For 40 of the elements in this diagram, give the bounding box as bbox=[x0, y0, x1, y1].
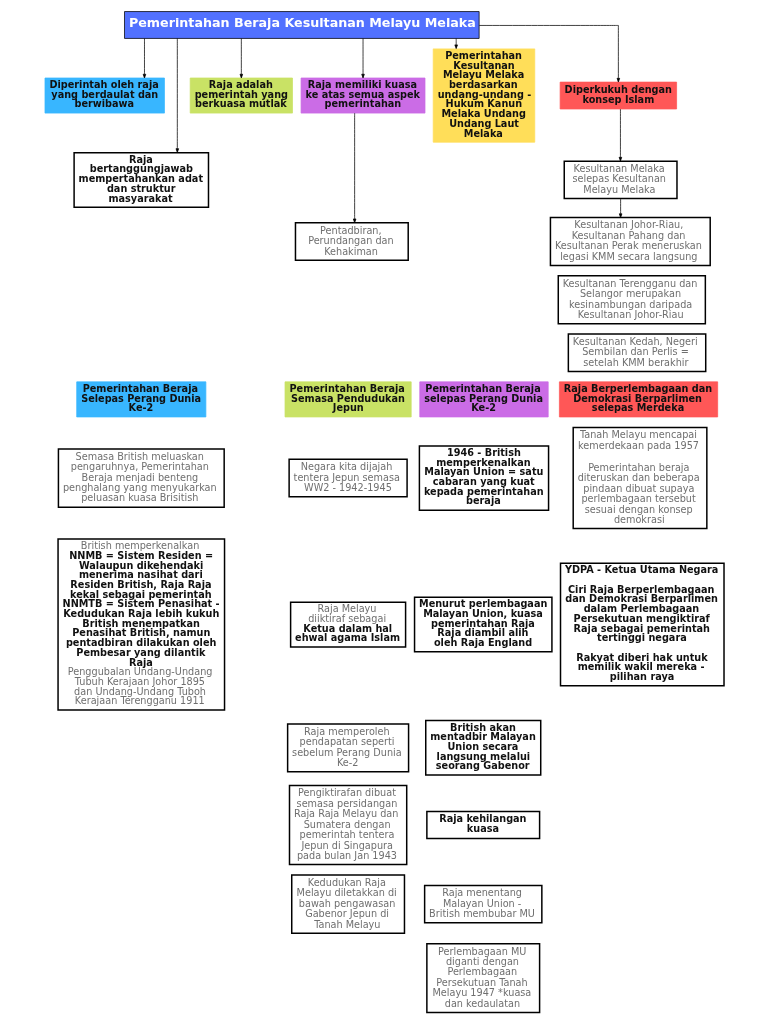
arrow bbox=[478, 25, 620, 83]
node-box: Raja Melayu diiktiraf sebagai Ketua dalam hal ehwal agama Islam bbox=[289, 601, 406, 648]
node-box: Diperkukuh dengan konsep Islam bbox=[559, 81, 677, 110]
node-box: Pemerintahan Beraja Semasa Pendudukan Jepun bbox=[284, 381, 412, 418]
node-box: Kesultanan Terengganu dan Selangor merupakan kesinambungan daripada Kesultanan Johor-Riau bbox=[557, 275, 706, 325]
node-box: 1946 - British memperkenalkan Malayan Union = satu cabaran yang kuat kepada pemerintahan beraja bbox=[418, 445, 549, 511]
arrow bbox=[175, 38, 179, 153]
node-box: British memperkenalkan NNMB = Sistem Residen = Walaupun dikehendaki menerima nasihat dari Residen British, Raja Raja kekal sebagai pemerintah NNMTB = Sistem Penasihat - Kedudukan Raja lebih kukuh British menempatkan Penasihat British, namun pentadbiran dilakukan oleh Pembesar yang dilantik Raja Penggubalan Undang-Undang Tubuh Kerajaan Johor 1895 dan Undang-Undang Tuboh Kerajaan Terengganu 1911 bbox=[56, 538, 225, 711]
node-box: Pemerintahan Beraja Selepas Perang Dunia Ke-2 bbox=[75, 381, 206, 418]
node-box: Kesultanan Kedah, Negeri Sembilan dan Perlis = setelah KMM berakhir bbox=[567, 333, 706, 373]
node-box: Pengiktirafan dibuat semasa persidangan Raja Raja Melayu dan Sumatera dengan pemerintah tentera Jepun di Singapura pada bulan Jan 1943 bbox=[288, 784, 407, 866]
node-box: Pemerintahan Beraja selepas Perang Dunia Ke-2 bbox=[418, 381, 549, 418]
arrow bbox=[360, 38, 365, 79]
node-box: British akan mentadbir Malayan Union secara langsung melalui seorang Gabenor bbox=[424, 719, 541, 776]
node-box: Raja menentang Malayan Union - British membubar MU bbox=[423, 884, 543, 924]
node-box: Kesultanan Johor-Riau, Kesultanan Pahang dan Kesultanan Perak meneruskan legasi KMM secara langsung bbox=[549, 216, 711, 267]
arrow bbox=[454, 38, 458, 49]
node-box: Menurut perlembagaan Malayan Union, kuasa pemerintahan Raja Raja diambil alih oleh Raja England bbox=[413, 596, 553, 653]
arrow bbox=[352, 112, 356, 224]
arrow bbox=[239, 38, 243, 79]
node-box: Raja adalah pemerintah yang berkuasa mutlak bbox=[189, 77, 293, 114]
arrow bbox=[142, 38, 146, 79]
arrow bbox=[618, 198, 622, 218]
node-box: Semasa British meluaskan pengaruhnya, Pemerintahan Beraja menjadi benteng penghalang yang menyukarkan peluasan kuasa Brisitish bbox=[57, 448, 225, 508]
node-box: Pentadbiran, Perundangan dan Kehakiman bbox=[294, 222, 409, 261]
node-box: Raja bertanggungjawab mempertahankan adat dan struktur masyarakat bbox=[72, 151, 209, 208]
node-box: Pemerintahan Beraja Kesultanan Melayu Melaka bbox=[123, 11, 479, 39]
node-box: YDPA - Ketua Utama Negara Ciri Raja Berperlembagaan dan Demokrasi Berparlimen dalam Perlembagaan Persekutuan mengiktiraf Raja sebagai pemerintah tertinggi negara Rakyat diberi hak untuk memilik wakil mereka - pilihan raya bbox=[559, 562, 725, 687]
node-box: Tanah Melayu mencapai kemerdekaan pada 1957 Pemerintahan beraja diteruskan dan beberapa pindaan dibuat supaya perlembagaan tersebut sesuai dengan konsep demokrasi bbox=[571, 426, 708, 530]
node-box: Kedudukan Raja Melayu diletakkan di bawah pengawasan Gabenor Jepun di Tanah Melayu bbox=[290, 874, 405, 935]
node-box: Diperintah oleh raja yang berdaulat dan berwibawa bbox=[44, 77, 165, 114]
node-box: Kesultanan Melaka selepas Kesultanan Melayu Melaka bbox=[563, 160, 678, 200]
node-box: Negara kita dijajah tentera Jepun semasa WW2 - 1942-1945 bbox=[287, 458, 408, 498]
node-box: Raja Berperlembagaan dan Demokrasi Berparlimen selepas Merdeka bbox=[558, 381, 718, 418]
arrow bbox=[618, 108, 622, 162]
node-box: Perlembagaan MU diganti dengan Perlembagaan Persekutuan Tanah Melayu 1947 *kuasa dan kedaulatan bbox=[425, 943, 540, 1014]
node-box: Raja memiliki kuasa ke atas semua aspek pemerintahan bbox=[300, 77, 425, 114]
node-box: Raja kehilangan kuasa bbox=[425, 810, 540, 840]
node-box: Pemerintahan Kesultanan Melayu Melaka berdasarkan undang-undang - Hukum Kanun Melaka Undang Undang Laut Melaka bbox=[432, 48, 535, 143]
node-box: Raja memperoleh pendapatan seperti sebelum Perang Dunia Ke-2 bbox=[286, 723, 409, 773]
